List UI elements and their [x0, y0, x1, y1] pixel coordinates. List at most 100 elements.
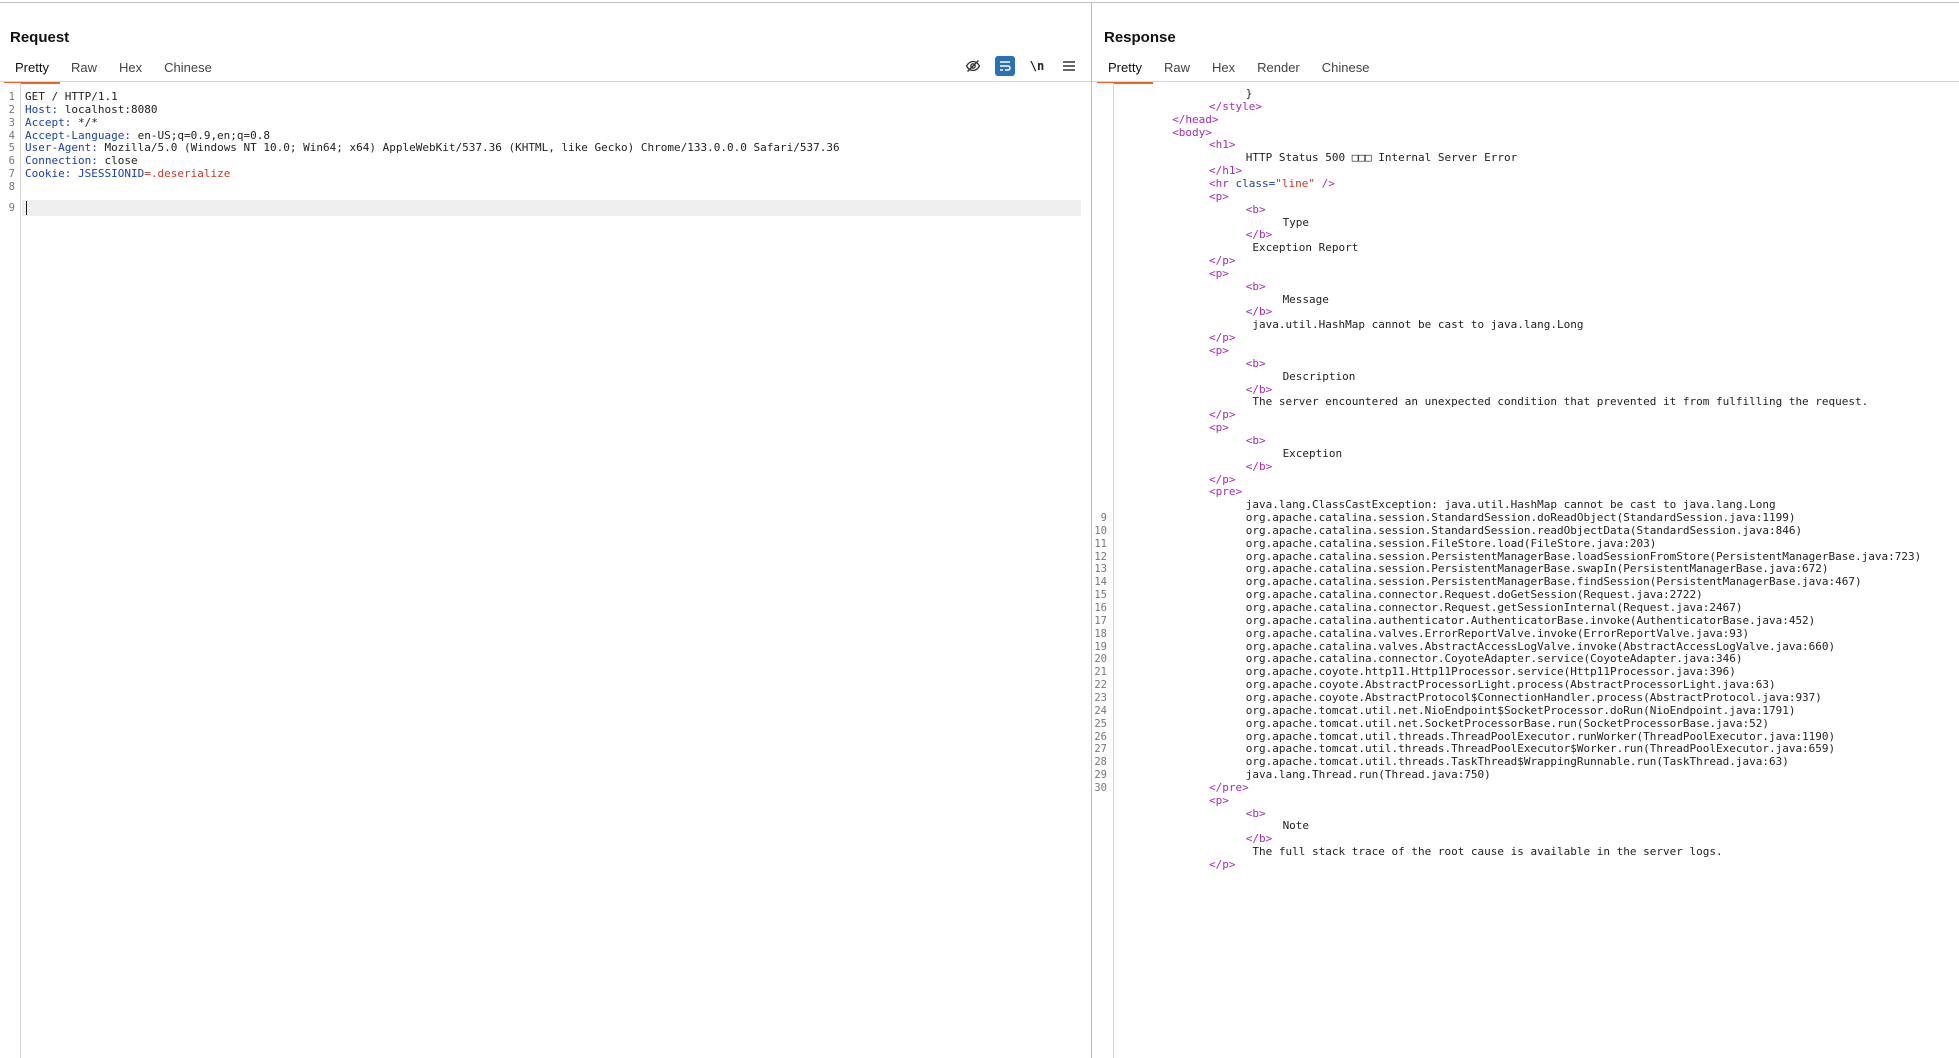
- header-name: Cookie: [25, 167, 65, 181]
- request-title: Request: [10, 29, 70, 46]
- html-tag: </b>: [1245, 382, 1273, 396]
- html-tag: </b>: [1245, 228, 1273, 242]
- code-line: Type: [1092, 215, 1959, 231]
- code-line: 23 org.apache.coyote.AbstractProtocol$Con…: [1092, 690, 1959, 706]
- line-content: </p>: [1209, 330, 1236, 346]
- line-content: </head>: [1172, 112, 1218, 128]
- text-content: Exception Report: [1245, 241, 1359, 255]
- header-name: Accept: [25, 115, 65, 129]
- header-colon: :: [124, 128, 131, 142]
- tab-chinese[interactable]: Chinese: [164, 60, 212, 75]
- line-content: <b>: [1246, 356, 1266, 372]
- line-content: </p>: [1209, 407, 1236, 423]
- html-tag: <p>: [1208, 421, 1229, 435]
- code-line: Message: [1092, 292, 1959, 308]
- text-content: org.apache.coyote.AbstractProtocol$Conne…: [1245, 690, 1822, 704]
- line-content: Note: [1283, 818, 1310, 834]
- cookie-value: =.deserialize: [144, 167, 231, 181]
- html-tag: <p>: [1208, 344, 1229, 357]
- cookie-name: JSESSIONID: [78, 167, 145, 181]
- text-content: org.apache.coyote.AbstractProcessorLight…: [1245, 678, 1776, 692]
- line-number: 4: [8, 129, 15, 142]
- code-line: </p>: [1092, 857, 1959, 873]
- tab-chinese[interactable]: Chinese: [1321, 60, 1370, 75]
- tab-raw[interactable]: Raw: [70, 60, 97, 75]
- line-content: <body>: [1172, 125, 1212, 141]
- line-content: org.apache.coyote.AbstractProcessorLight…: [1246, 677, 1776, 693]
- text-content: The full stack trace of the root cause i…: [1245, 845, 1723, 859]
- text-caret: [26, 200, 27, 215]
- text-content: org.apache.catalina.session.PersistentMa…: [1245, 549, 1922, 563]
- response-editor[interactable]: }</style></head><body><h1>HTTP Status 50…: [1092, 83, 1959, 1058]
- code-line: <pre>: [1092, 484, 1959, 500]
- code-line: </head>: [1092, 112, 1959, 128]
- line-content: org.apache.catalina.session.StandardSess…: [1246, 523, 1802, 539]
- code-line: 30</pre>: [1092, 780, 1959, 796]
- tab-pretty[interactable]: Pretty: [1097, 56, 1153, 84]
- line-content: </pre>: [1209, 780, 1249, 796]
- code-line: Note: [1092, 818, 1959, 834]
- html-tag: </b>: [1245, 305, 1273, 319]
- request-tabs: Pretty Raw Hex Chinese: [4, 56, 223, 84]
- line-number: 27: [1094, 743, 1107, 756]
- line-content: <p>: [1209, 266, 1229, 282]
- attr-name: class=: [1235, 176, 1276, 190]
- code-line: java.util.HashMap cannot be cast to java…: [1092, 317, 1959, 333]
- html-tag: <p>: [1208, 793, 1229, 807]
- line-content: org.apache.coyote.AbstractProtocol$Conne…: [1246, 690, 1822, 706]
- code-line: <b>: [1092, 279, 1959, 295]
- text-content: org.apache.catalina.valves.AbstractAcces…: [1245, 639, 1836, 653]
- header-name: Connection: [25, 154, 92, 168]
- text-content: org.apache.catalina.session.FileStore.lo…: [1245, 536, 1657, 550]
- line-number: 11: [1094, 537, 1107, 550]
- line-number: 3: [8, 116, 15, 129]
- code-line: <p>: [1092, 266, 1959, 282]
- code-line: The server encountered an unexpected con…: [1092, 394, 1959, 410]
- html-tag: <b>: [1245, 202, 1266, 216]
- pane-splitter[interactable]: [1091, 3, 1092, 1058]
- line-content: org.apache.catalina.session.FileStore.lo…: [1246, 536, 1657, 552]
- hide-icon[interactable]: [963, 56, 983, 76]
- line-number: 24: [1094, 704, 1107, 717]
- line-content: Accept: */*: [25, 115, 98, 131]
- line-number: 20: [1094, 653, 1107, 666]
- tab-raw[interactable]: Raw: [1163, 60, 1190, 75]
- text-content: Type: [1282, 215, 1310, 229]
- line-content: <p>: [1209, 189, 1229, 205]
- line-content: </p>: [1209, 253, 1236, 269]
- line-content: Cookie: JSESSIONID=.deserialize: [25, 166, 230, 182]
- html-tag: <p>: [1208, 266, 1229, 280]
- response-pane: Response Pretty Raw Hex Render Chinese }</st…: [1092, 3, 1959, 1058]
- line-content: </style>: [1209, 99, 1262, 115]
- line-number: 12: [1094, 550, 1107, 563]
- html-tag: </b>: [1245, 459, 1273, 473]
- header-colon: :: [91, 141, 98, 155]
- newline-toggle-icon[interactable]: \n: [1027, 56, 1047, 76]
- response-title: Response: [1104, 29, 1176, 46]
- html-tag: </style>: [1208, 99, 1262, 113]
- line-content: <b>: [1246, 279, 1266, 295]
- code-line: <body>: [1092, 125, 1959, 141]
- tab-render[interactable]: Render: [1257, 60, 1300, 75]
- tab-hex[interactable]: Hex: [1211, 60, 1236, 75]
- line-number: 23: [1094, 691, 1107, 704]
- request-tabs-divider: [0, 81, 1091, 82]
- line-content: The full stack trace of the root cause i…: [1245, 844, 1723, 860]
- wrap-lines-icon[interactable]: [995, 56, 1015, 76]
- code-line: </style>: [1092, 99, 1959, 115]
- line-content: GET / HTTP/1.1: [25, 89, 118, 105]
- html-tag: </p>: [1208, 254, 1236, 268]
- text-content: Exception: [1282, 446, 1343, 460]
- tab-pretty[interactable]: Pretty: [4, 56, 60, 84]
- html-tag: <b>: [1245, 806, 1266, 820]
- menu-icon[interactable]: [1059, 56, 1079, 76]
- text-content: java.util.HashMap cannot be cast to java…: [1245, 318, 1584, 332]
- tab-hex[interactable]: Hex: [118, 60, 143, 75]
- line-content: Message: [1283, 292, 1329, 308]
